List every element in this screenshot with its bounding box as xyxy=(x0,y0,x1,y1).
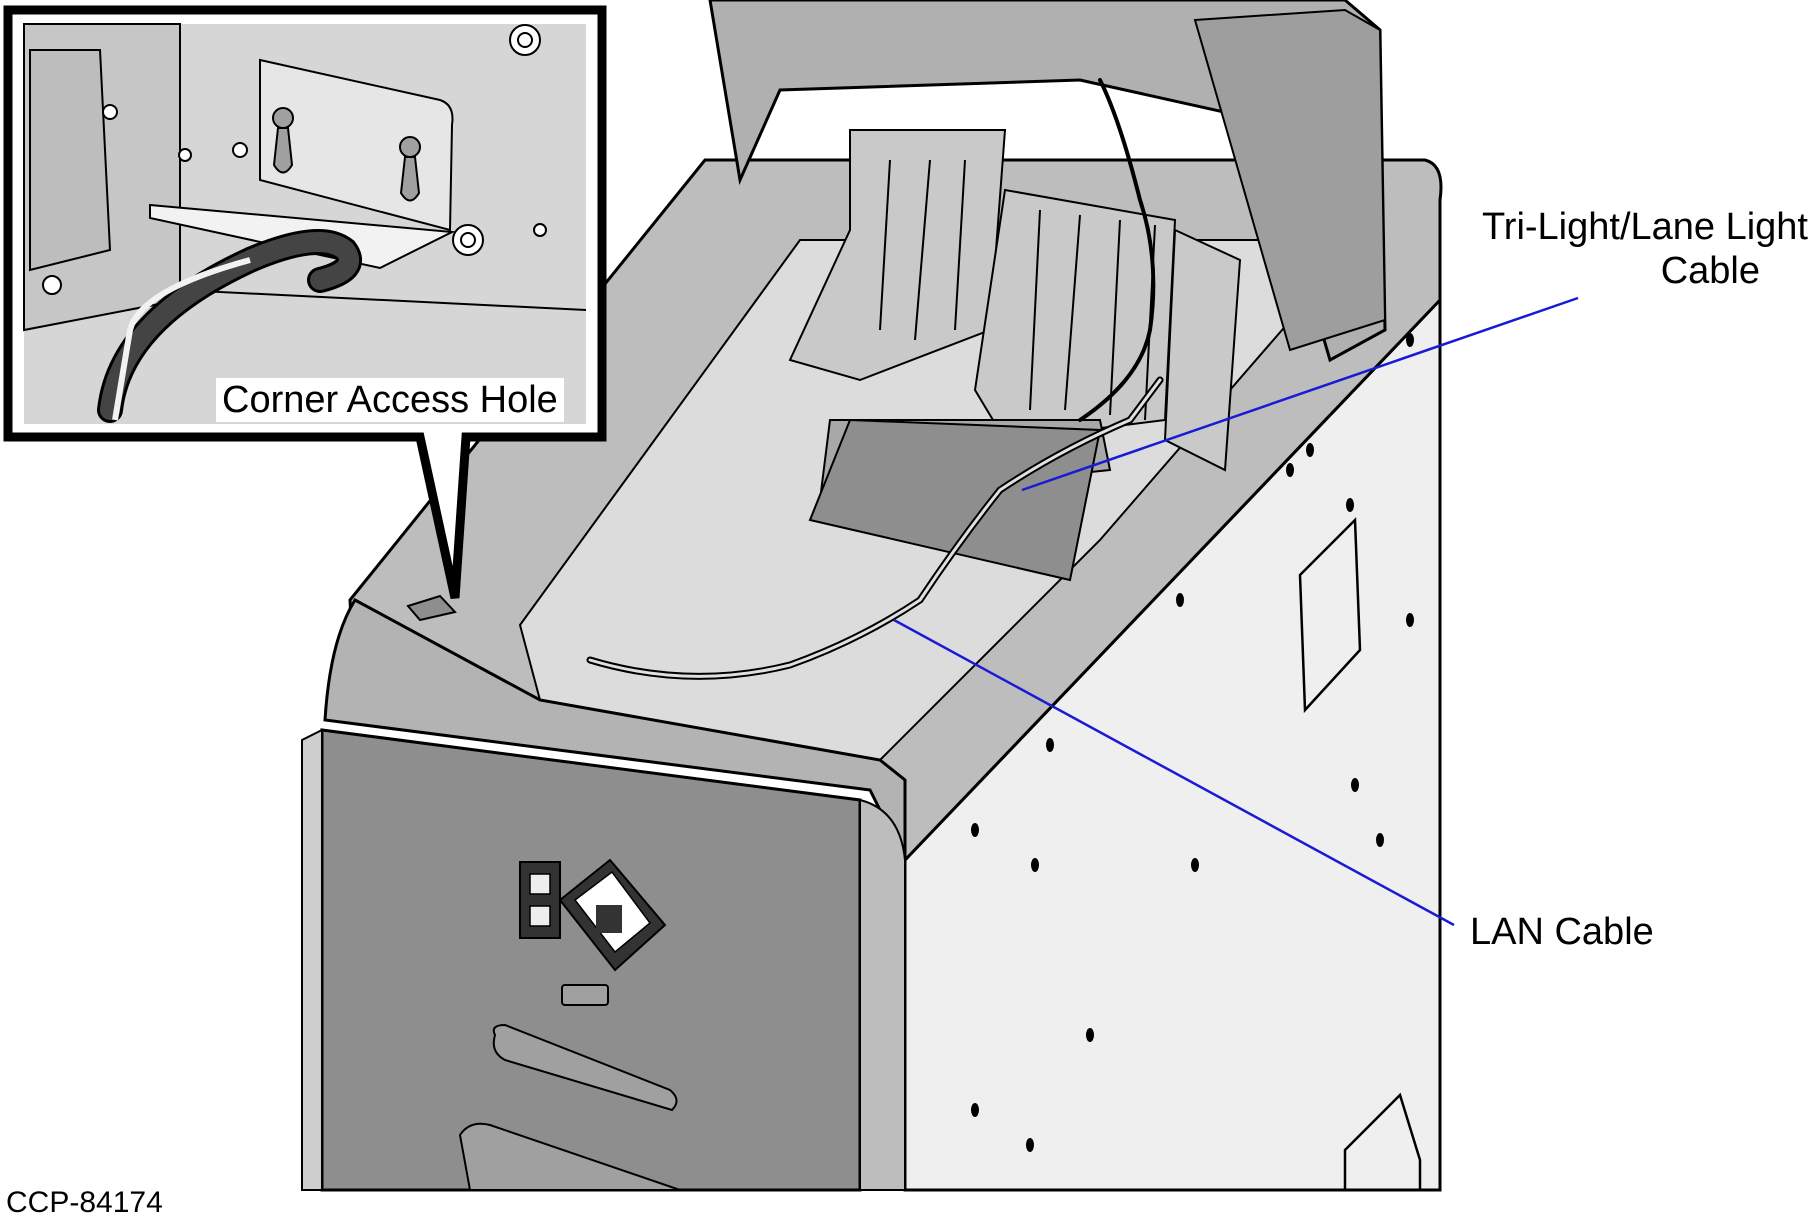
lan-cable-callout: LAN Cable xyxy=(1470,911,1654,953)
back-display-panel xyxy=(1193,8,1387,352)
front-control-cluster xyxy=(519,858,667,972)
bracket-rails xyxy=(879,159,1156,421)
front-left-edge xyxy=(301,728,323,1191)
tri-light-callout: Tri-Light/Lane Light Cable xyxy=(1430,205,1808,293)
figure-id: CCP-84174 xyxy=(6,1186,163,1219)
side-panel-holes xyxy=(971,333,1414,1152)
side-access-plates xyxy=(1298,517,1422,1192)
mounting-plate xyxy=(808,418,1102,582)
front-upper-column xyxy=(323,598,907,861)
lan-leader-line xyxy=(893,618,1455,927)
corner-access-hole-callout: Corner Access Hole xyxy=(216,378,564,422)
tri-light-callout-line1: Tri-Light/Lane Light xyxy=(1481,206,1808,248)
inset-screws xyxy=(42,24,547,295)
leader-lines xyxy=(893,296,1579,927)
main-corner-access-hole xyxy=(406,594,457,622)
tri-light-leader-line xyxy=(1021,296,1579,492)
tri-light-callout-line2: Cable xyxy=(1660,250,1760,292)
front-slots xyxy=(458,984,681,1191)
routed-cables xyxy=(586,78,1164,680)
kiosk-front-face xyxy=(320,728,862,1192)
inset-keyholes xyxy=(272,107,421,202)
front-right-edge xyxy=(859,798,906,1191)
inset-detail xyxy=(3,5,607,599)
